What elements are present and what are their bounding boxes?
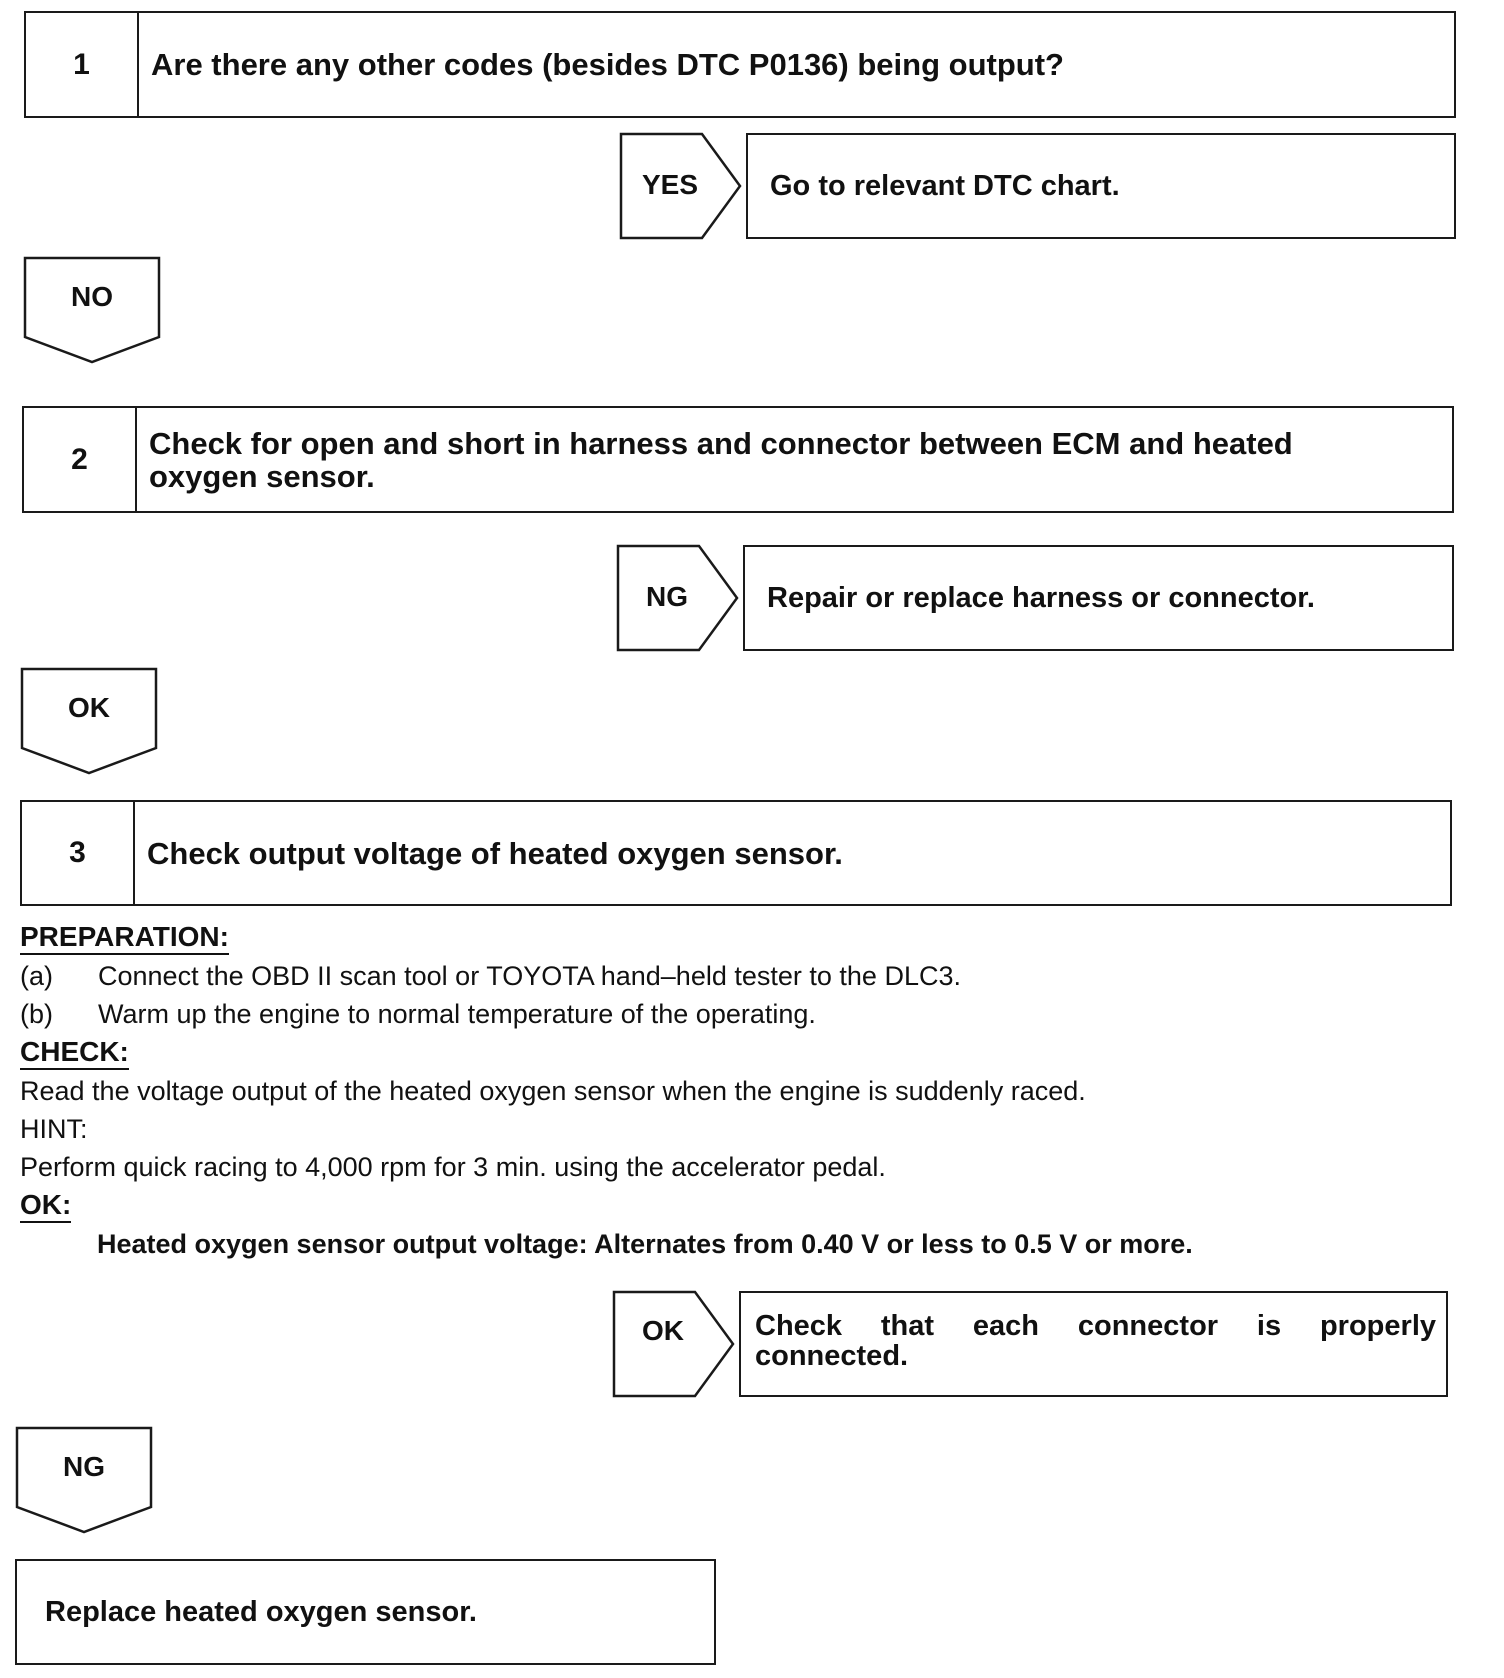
check-text: Read the voltage output of the heated ox… bbox=[20, 1076, 1086, 1106]
step-1-text: Are there any other codes (besides DTC P… bbox=[151, 47, 1064, 82]
ok-heading: OK: bbox=[20, 1189, 72, 1223]
ok-result-box-step3: Check that each connector is properly co… bbox=[739, 1291, 1448, 1397]
step-2-box: 2 Check for open and short in harness an… bbox=[22, 406, 1454, 513]
preparation-heading: PREPARATION: bbox=[20, 921, 229, 955]
step-1-box: 1 Are there any other codes (besides DTC… bbox=[24, 11, 1456, 118]
no-label: NO bbox=[71, 281, 113, 312]
item-text: Connect the OBD II scan tool or TOYOTA h… bbox=[98, 961, 961, 991]
ng-label-step3: NG bbox=[63, 1451, 105, 1482]
hint-text: Perform quick racing to 4,000 rpm for 3 … bbox=[20, 1152, 886, 1182]
ok-spec: Heated oxygen sensor output voltage: Alt… bbox=[97, 1229, 1193, 1259]
step-3-text: Check output voltage of heated oxygen se… bbox=[147, 835, 843, 871]
item-marker: (b) bbox=[20, 999, 53, 1029]
right-arrow-shape bbox=[619, 132, 742, 240]
preparation-item-a: (a) Connect the OBD II scan tool or TOYOT… bbox=[20, 957, 1450, 995]
ng-label-step2: NG bbox=[646, 581, 688, 612]
step-1-number: 1 bbox=[26, 13, 139, 116]
ok-down-tag-step2: OK bbox=[20, 667, 158, 775]
yes-arrow-tag: YES bbox=[619, 132, 742, 240]
ng-arrow-tag-step2: NG bbox=[616, 544, 739, 652]
right-arrow-shape bbox=[616, 544, 739, 652]
preparation-item-b: (b) Warm up the engine to normal temperat… bbox=[20, 995, 1450, 1033]
item-marker: (a) bbox=[20, 961, 53, 991]
ok-arrow-tag-step3: OK bbox=[612, 1290, 735, 1398]
check-heading: CHECK: bbox=[20, 1036, 129, 1070]
step-3-box: 3 Check output voltage of heated oxygen … bbox=[20, 800, 1452, 906]
ok-label-step3: OK bbox=[642, 1315, 684, 1346]
ng-result-box-step2: Repair or replace harness or connector. bbox=[743, 545, 1454, 651]
ok-label-step2: OK bbox=[68, 692, 110, 723]
final-result-box: Replace heated oxygen sensor. bbox=[15, 1559, 716, 1665]
step-2-number: 2 bbox=[24, 408, 137, 511]
yes-result-box: Go to relevant DTC chart. bbox=[746, 133, 1456, 239]
item-text: Warm up the engine to normal temperature… bbox=[98, 999, 816, 1029]
yes-label: YES bbox=[641, 169, 699, 200]
ng-down-tag-step3: NG bbox=[15, 1426, 153, 1534]
down-arrow-shape bbox=[15, 1426, 153, 1534]
step-2-text: Check for open and short in harness and … bbox=[149, 425, 1293, 494]
right-arrow-shape bbox=[612, 1290, 735, 1398]
down-arrow-shape bbox=[20, 667, 158, 775]
down-arrow-shape bbox=[23, 256, 161, 364]
ok-result-text-step3: Check that each connector is properly co… bbox=[755, 1310, 1436, 1372]
no-down-tag: NO bbox=[23, 256, 161, 364]
procedure-section: PREPARATION: (a) Connect the OBD II scan … bbox=[20, 918, 1450, 1263]
hint-heading: HINT: bbox=[20, 1114, 88, 1144]
step-3-number: 3 bbox=[22, 802, 135, 904]
